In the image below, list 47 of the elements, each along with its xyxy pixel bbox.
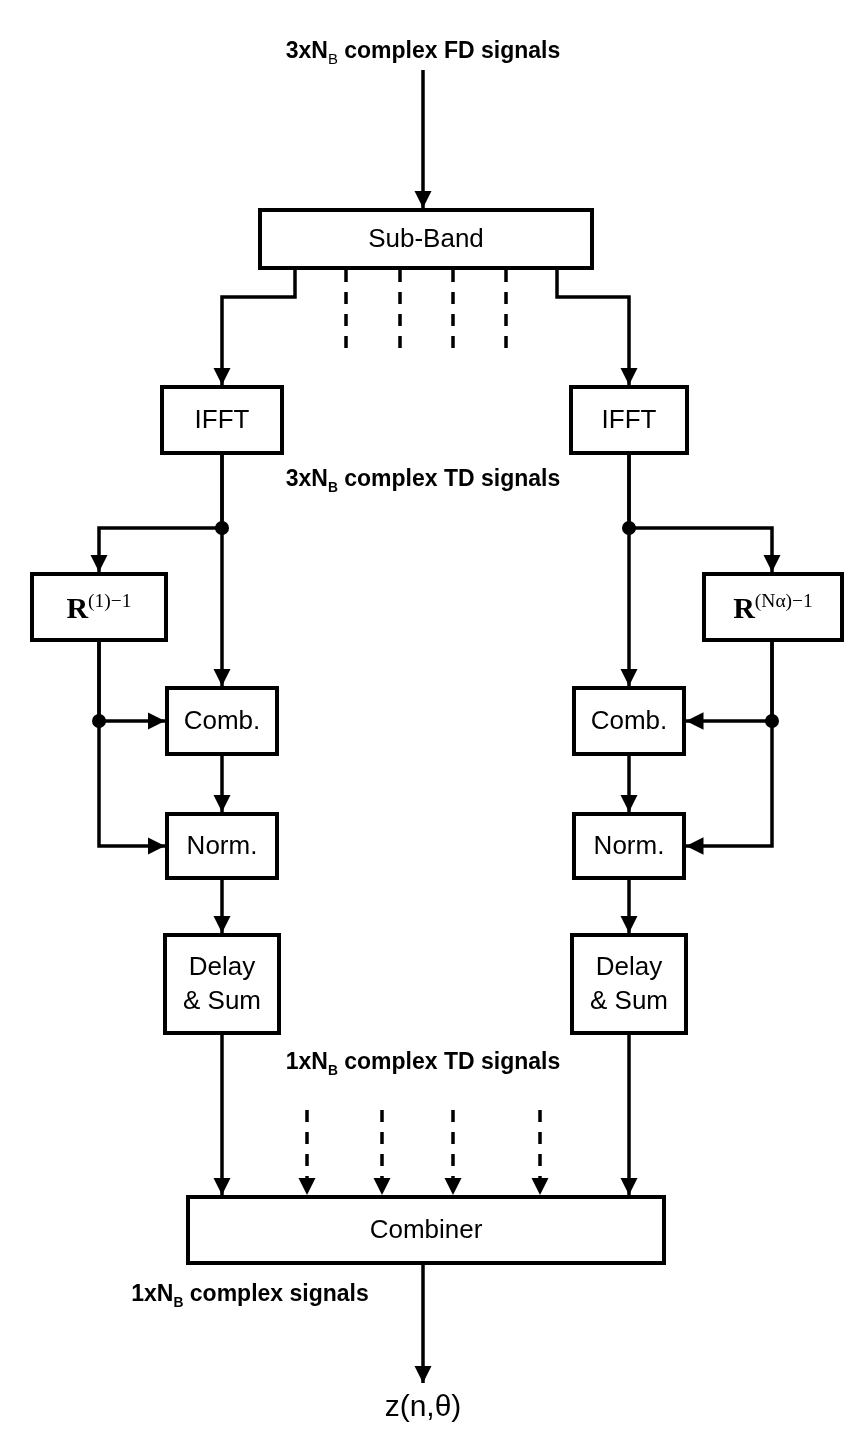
arrow [213,455,231,686]
arrow [97,642,165,855]
signal-label: 3xN$_{B}$ complex TD signals [284,465,562,495]
dashed-arrow [531,1110,549,1195]
arrow [686,642,774,855]
signal-label: 1xN$_{B}$ complex signals [130,1280,370,1310]
box-label: Sub-Band [368,222,484,256]
process-box [165,686,279,756]
box-label: IFFT [601,403,657,437]
process-box [572,812,686,880]
process-box [572,686,686,756]
box-label: Norm. [186,829,258,863]
arrow [414,70,432,208]
arrow [414,1265,432,1383]
dashed-arrow [298,1110,316,1195]
arrow [620,880,638,933]
box-label: Norm. [593,829,665,863]
arrow [620,756,638,812]
process-box [258,208,594,270]
box-label: IFFT [194,403,250,437]
matrix-box [702,572,844,642]
box-label: R$^{(1)−1}$ [66,588,132,626]
process-box [569,385,689,455]
dashed-arrow [444,1110,462,1195]
process-box [165,812,279,880]
matrix-box [30,572,168,642]
box-label: R$^{(Nα)−1}$ [733,588,813,626]
signal-label: 1xN$_{B}$ complex TD signals [284,1048,562,1078]
arrow [213,880,231,933]
arrow [620,455,638,686]
process-box [160,385,284,455]
process-box [186,1195,666,1265]
process-box [570,933,688,1035]
box-label: Comb. [590,704,668,738]
arrow [213,270,297,385]
arrow [213,1035,231,1195]
box-label: Delay & Sum [182,950,262,1017]
box-label: Combiner [369,1213,483,1247]
process-box [163,933,281,1035]
box-label: Comb. [183,704,261,738]
signal-label: 3xN$_{B}$ complex FD signals [285,36,561,68]
dashed-arrow [373,1110,391,1195]
arrow [620,1035,638,1195]
output-label: z(n,θ) [384,1387,462,1424]
arrow [555,270,638,385]
arrow [213,756,231,812]
box-label: Delay & Sum [589,950,669,1017]
